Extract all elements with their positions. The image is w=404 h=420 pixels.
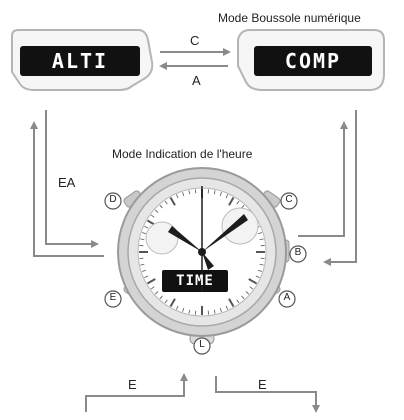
button-e-letter: E xyxy=(109,292,117,303)
dial-tick xyxy=(228,298,235,308)
button-b-letter: B xyxy=(294,247,302,258)
dial-tick xyxy=(241,295,245,300)
minute-hand xyxy=(202,214,248,252)
dial-tick xyxy=(255,275,260,278)
button-l-circle xyxy=(193,337,211,355)
button-b-circle xyxy=(289,245,307,263)
dial-tick xyxy=(259,263,264,266)
dial-tick xyxy=(169,298,176,308)
hand-pivot xyxy=(198,248,206,256)
time-lcd xyxy=(162,270,228,292)
arrow-e-left-label: E xyxy=(128,377,137,392)
arrow-e-left xyxy=(85,373,188,412)
button-d-circle xyxy=(104,192,122,210)
button-c-letter: C xyxy=(285,194,293,205)
dial-tick xyxy=(213,190,216,195)
button-d-letter: D xyxy=(109,194,117,205)
dial-tick xyxy=(150,286,155,290)
mode-time-label: Mode Indication de l'heure xyxy=(112,147,253,161)
dial-tick xyxy=(154,209,159,213)
dial-tick xyxy=(257,269,263,272)
dial-tick xyxy=(249,286,254,290)
button-a-letter: A xyxy=(283,292,291,303)
comp-display-text: COMP xyxy=(284,49,342,73)
dial-tick xyxy=(159,295,163,300)
dial-tick xyxy=(146,278,156,285)
arrow-e-right xyxy=(215,376,320,413)
dial-tick xyxy=(245,291,250,295)
dial-tick xyxy=(213,309,216,314)
dial-tick xyxy=(219,307,222,313)
dial-tick xyxy=(259,238,264,241)
watch xyxy=(117,167,290,345)
dial-tick xyxy=(188,190,191,195)
dial-tick xyxy=(225,194,228,199)
subdial-left xyxy=(145,221,179,255)
comp-panel xyxy=(237,29,385,91)
dial-tick xyxy=(228,196,235,206)
arrow-c-label: C xyxy=(190,33,200,48)
arrow-ea-down xyxy=(45,110,99,248)
arrow-a-label: A xyxy=(192,73,201,88)
dial-tick xyxy=(176,194,179,199)
dial-tick xyxy=(140,263,145,266)
dial-tick xyxy=(154,291,159,295)
dial-tick xyxy=(159,204,163,209)
dial-tick xyxy=(144,275,149,278)
button-l-letter: L xyxy=(199,339,205,350)
alti-lcd xyxy=(20,46,140,76)
alti-panel xyxy=(11,29,154,91)
dial-tick xyxy=(140,238,145,241)
dial-tick xyxy=(144,226,149,229)
dial-tick xyxy=(164,299,168,304)
comp-lcd xyxy=(254,46,372,76)
dial-tick xyxy=(164,200,168,205)
dial-tick xyxy=(225,305,228,310)
time-display-text: TIME xyxy=(176,273,214,289)
button-a-circle xyxy=(278,290,296,308)
dial-tick xyxy=(141,232,147,235)
hour-hand xyxy=(168,226,202,252)
hand-counterweight xyxy=(202,252,214,270)
dial-tick xyxy=(169,196,176,206)
dial-tick xyxy=(182,191,185,197)
mode-compass-label: Mode Boussole numérique xyxy=(218,11,361,25)
button-labels xyxy=(104,192,307,355)
button-e-circle xyxy=(104,290,122,308)
arrow-ea-label: EA xyxy=(58,175,76,190)
dial-tick xyxy=(141,269,147,272)
dial-ticks xyxy=(139,189,265,315)
dial-tick xyxy=(236,200,240,205)
arrow-b-to-comp xyxy=(298,121,348,237)
arrow-e-right-label: E xyxy=(258,377,267,392)
arrow-comp-to-time xyxy=(323,110,357,266)
dial-tick xyxy=(236,299,240,304)
arrow-left-up xyxy=(30,121,104,257)
subdial-right xyxy=(221,207,259,245)
dial-tick xyxy=(176,305,179,310)
dial-tick xyxy=(188,309,191,314)
dial-tick xyxy=(257,232,263,235)
dial-tick xyxy=(219,191,222,197)
button-c-circle xyxy=(280,192,298,210)
alti-display-text: ALTI xyxy=(51,49,109,73)
dial-tick xyxy=(248,278,258,285)
dial-tick xyxy=(182,307,185,313)
dial-tick xyxy=(150,214,155,218)
